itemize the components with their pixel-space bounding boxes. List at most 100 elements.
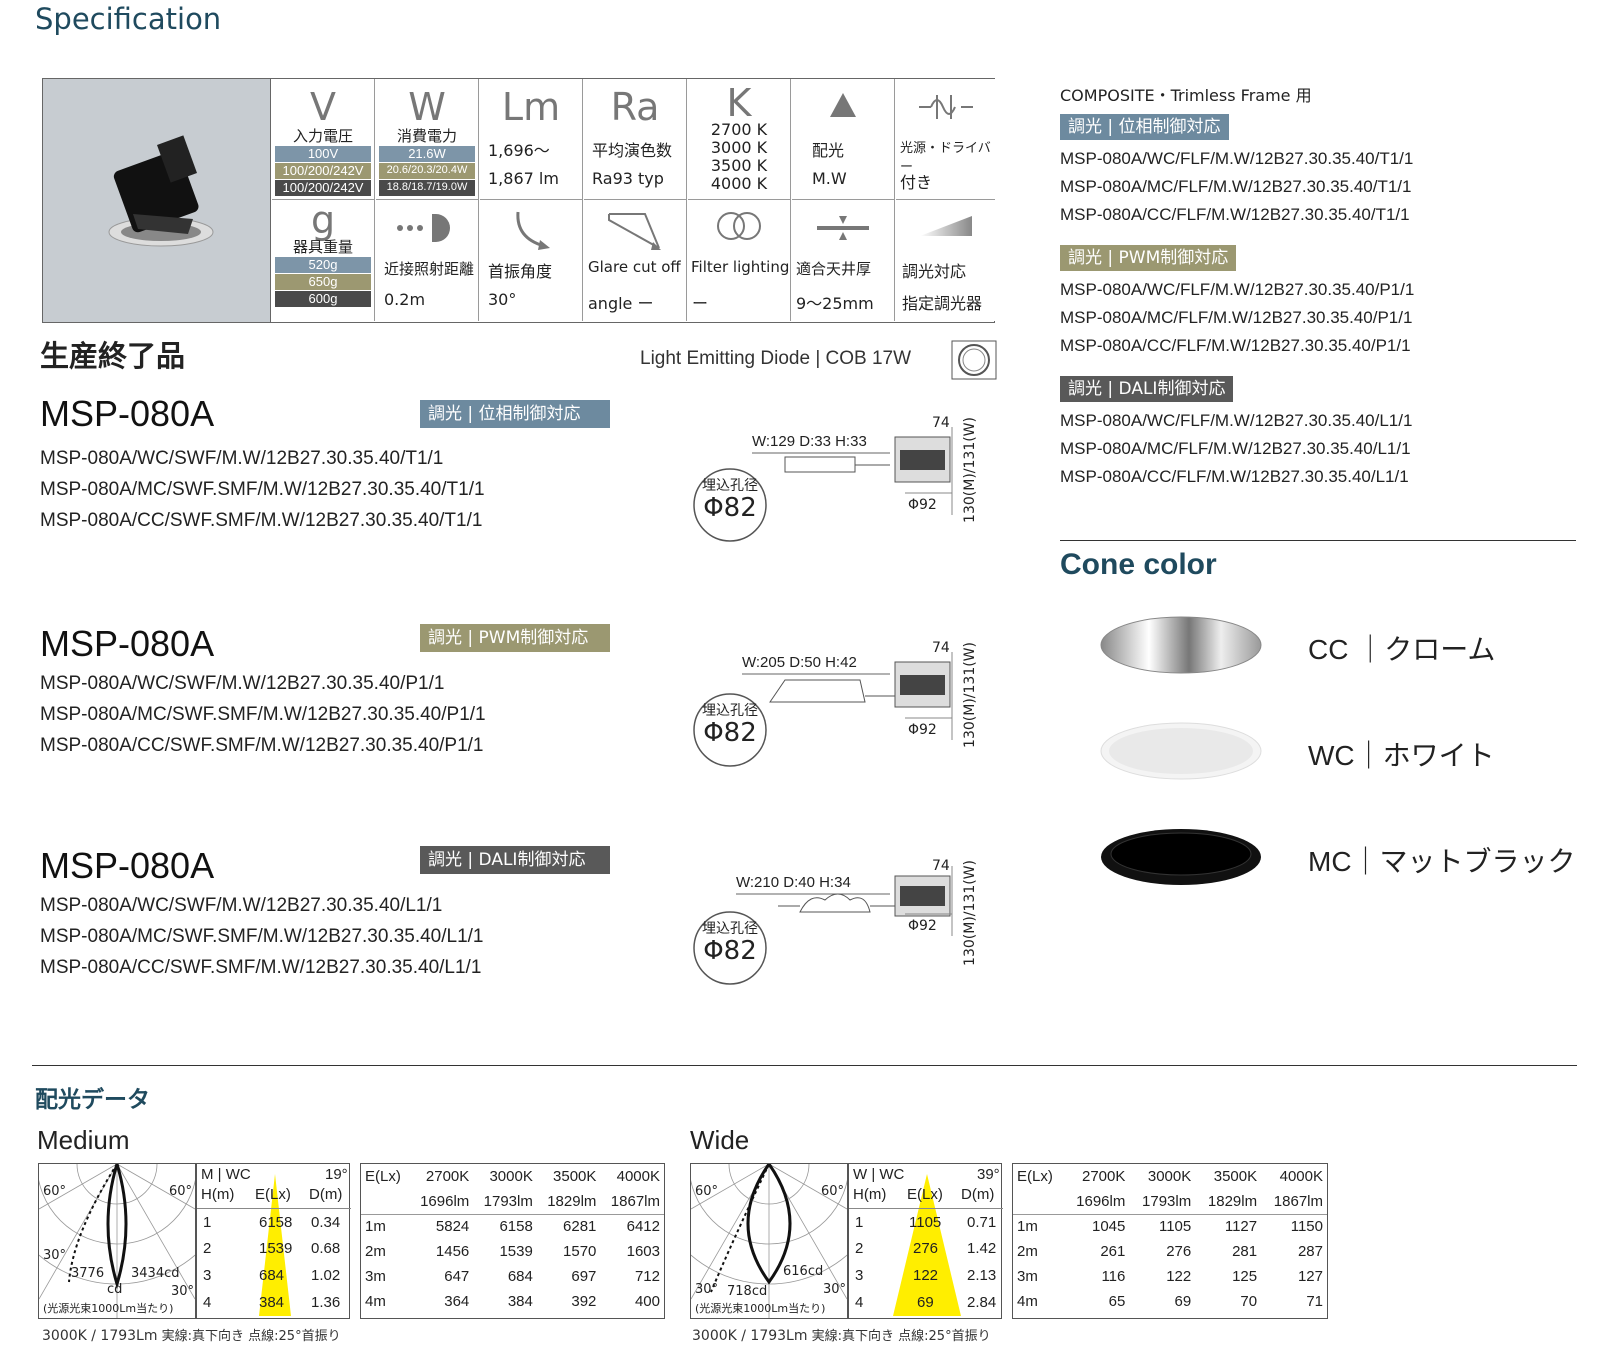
driver-size: W:205 D:50 H:42: [742, 654, 857, 671]
etable-cell: 5824: [435, 1218, 470, 1236]
etable-cell: 6281: [563, 1218, 597, 1236]
mini-cell: 3: [203, 1267, 212, 1284]
cd-label: 3776: [71, 1266, 105, 1281]
etable-cell: 647: [444, 1268, 470, 1285]
ceiling-value-2: 9～25mm: [796, 294, 874, 313]
glare-value-1: Glare cut off: [588, 258, 681, 276]
glare-value-2: angle ー: [588, 294, 654, 313]
voltage-label: 入力電圧: [292, 127, 353, 145]
table-row: 1m 5824 6158 6281 6412: [361, 1214, 664, 1239]
dim-diameter: Φ92: [908, 918, 937, 934]
dim-top: 74: [932, 640, 950, 656]
divider: [32, 1065, 1577, 1066]
beam-highlight: [893, 1174, 961, 1316]
etable-cell: 1105: [1158, 1218, 1192, 1236]
etable-cell: 1m: [1017, 1218, 1038, 1236]
ra-icon: Ra: [610, 85, 660, 129]
near-distance-icon: [397, 214, 450, 242]
driver-value-1: 光源・ドライバー: [900, 141, 991, 175]
model-badge-phase: 調光 | 位相制御対応: [420, 400, 610, 428]
model-code-list: MSP-080A/WC/SWF/M.W/12B27.30.35.40/L1/1 …: [40, 890, 484, 983]
medium-title: Medium: [37, 1125, 130, 1155]
model-code: MSP-080A/MC/SWF.SMF/M.W/12B27.30.35.40/T…: [40, 479, 485, 500]
etable-cell: 1m: [365, 1218, 386, 1236]
mini-cell: 1: [855, 1214, 864, 1231]
etable-head: 2700K: [425, 1168, 470, 1185]
etable-sub: 1696lm: [1076, 1192, 1126, 1210]
etable-sub: 1829lm: [547, 1192, 597, 1210]
wattage-bar-1: 21.6W: [379, 146, 475, 162]
spec-swivel: 首振角度 30°: [480, 200, 583, 321]
composite-code: MSP-080A/MC/FLF/M.W/12B27.30.35.40/P1/1: [1060, 308, 1413, 327]
mini-cell: 2: [855, 1240, 864, 1257]
composite-code: MSP-080A/CC/FLF/M.W/12B27.30.35.40/T1/1: [1060, 205, 1410, 224]
polar-note: (光源光束1000Lm当たり): [695, 1302, 826, 1315]
dimming-icon: [919, 216, 972, 236]
etable-head: 2700K: [1081, 1168, 1126, 1185]
model-name: MSP-080A: [40, 623, 215, 664]
etable-sub: [361, 1189, 410, 1214]
mini-head: W | WC: [853, 1166, 905, 1183]
divider: [1060, 540, 1576, 541]
etable-head: 3500K: [553, 1168, 597, 1185]
voltage-bar-3: 100/200/242V: [275, 180, 371, 196]
spec-voltage: V 入力電圧 100V 100/200/242V 100/200/242V: [272, 79, 375, 200]
voltage-bar-1: 100V: [275, 146, 371, 162]
model-code-list: MSP-080A/WC/SWF/M.W/12B27.30.35.40/P1/1 …: [40, 668, 486, 761]
composite-code: MSP-080A/CC/FLF/M.W/12B27.30.35.40/P1/1: [1060, 336, 1411, 355]
ra-value-1: 平均演色数: [592, 141, 673, 160]
etable-head: E(Lx): [1017, 1168, 1053, 1185]
etable-sub: 1829lm: [1207, 1192, 1258, 1210]
mini-cell: 122: [913, 1267, 939, 1284]
cob-icon: [951, 340, 997, 380]
composite-code-list: MSP-080A/WC/FLF/M.W/12B27.30.35.40/T1/1 …: [1060, 145, 1413, 229]
table-row: 2m 1456 1539 1570 1603: [361, 1239, 664, 1264]
distribution-title: 配光データ: [35, 1087, 150, 1113]
spec-lumen: Lm 1,696～ 1,867 lm: [480, 79, 583, 200]
mini-col: E(Lx): [255, 1186, 291, 1203]
beam-value-1: 配光: [812, 141, 845, 160]
led-label: Light Emitting Diode | COB 17W: [640, 348, 912, 369]
kelvin-value: 4000 K: [710, 174, 768, 193]
mini-head: 19°: [325, 1166, 348, 1183]
mini-cell: 0.34: [311, 1214, 341, 1231]
wattage-label: 消費電力: [396, 127, 457, 145]
model-code: MSP-080A/CC/SWF.SMF/M.W/12B27.30.35.40/P…: [40, 735, 484, 756]
filter-icon: [717, 212, 761, 240]
cd-label: 616cd: [783, 1264, 824, 1279]
weight-bar-3: 600g: [275, 291, 371, 307]
etable-cell: 122: [1166, 1268, 1192, 1285]
product-photo: [43, 79, 271, 322]
etable-sub: 1867lm: [1273, 1192, 1323, 1210]
beam-highlight: [259, 1174, 291, 1316]
footnote-lumen: 3000K / 1793Lm: [692, 1328, 808, 1344]
etable-sub: 1793lm: [483, 1192, 533, 1210]
medium-polar-chart: 60° 60° 30° 30° 3776 3434cd cd (光源光束1000…: [0, 1043, 238, 1319]
swivel-value-2: 30°: [488, 290, 517, 309]
composite-code: MSP-080A/MC/FLF/M.W/12B27.30.35.40/T1/1: [1060, 177, 1412, 196]
dimming-value-2: 指定調光器: [902, 294, 983, 313]
mini-cell: 0.71: [967, 1214, 997, 1231]
etable-cell: 712: [634, 1268, 660, 1285]
spec-glare: Glare cut off angle ー: [584, 200, 687, 321]
etable-head: 4000K: [616, 1168, 660, 1185]
swivel-value-1: 首振角度: [488, 262, 553, 281]
etable-cell: 281: [1232, 1243, 1258, 1260]
kelvin-value: 3000 K: [710, 138, 768, 157]
mini-col: H(m): [201, 1186, 235, 1203]
spec-table: V 入力電圧 100V 100/200/242V 100/200/242V W …: [42, 78, 995, 323]
etable-sub: 1867lm: [610, 1192, 660, 1210]
dimming-value-1: 調光対応: [902, 262, 967, 281]
spec-beam: 配光 M.W: [792, 79, 895, 200]
weight-icon: g: [310, 198, 336, 242]
page-title: Specification: [35, 2, 222, 36]
kelvin-value: 2700 K: [710, 120, 768, 139]
mini-cell: 1105: [909, 1214, 942, 1231]
composite-code-list: MSP-080A/WC/FLF/M.W/12B27.30.35.40/L1/1 …: [1060, 407, 1412, 491]
cone-label-wc: WC｜ホワイト: [1308, 740, 1495, 771]
mini-cell: 69: [917, 1294, 934, 1311]
filter-value-2: ー: [692, 294, 709, 313]
angle-label: 60°: [821, 1184, 845, 1199]
etable-cell: 69: [1174, 1293, 1192, 1310]
model-code: MSP-080A/CC/SWF.SMF/M.W/12B27.30.35.40/T…: [40, 510, 483, 531]
